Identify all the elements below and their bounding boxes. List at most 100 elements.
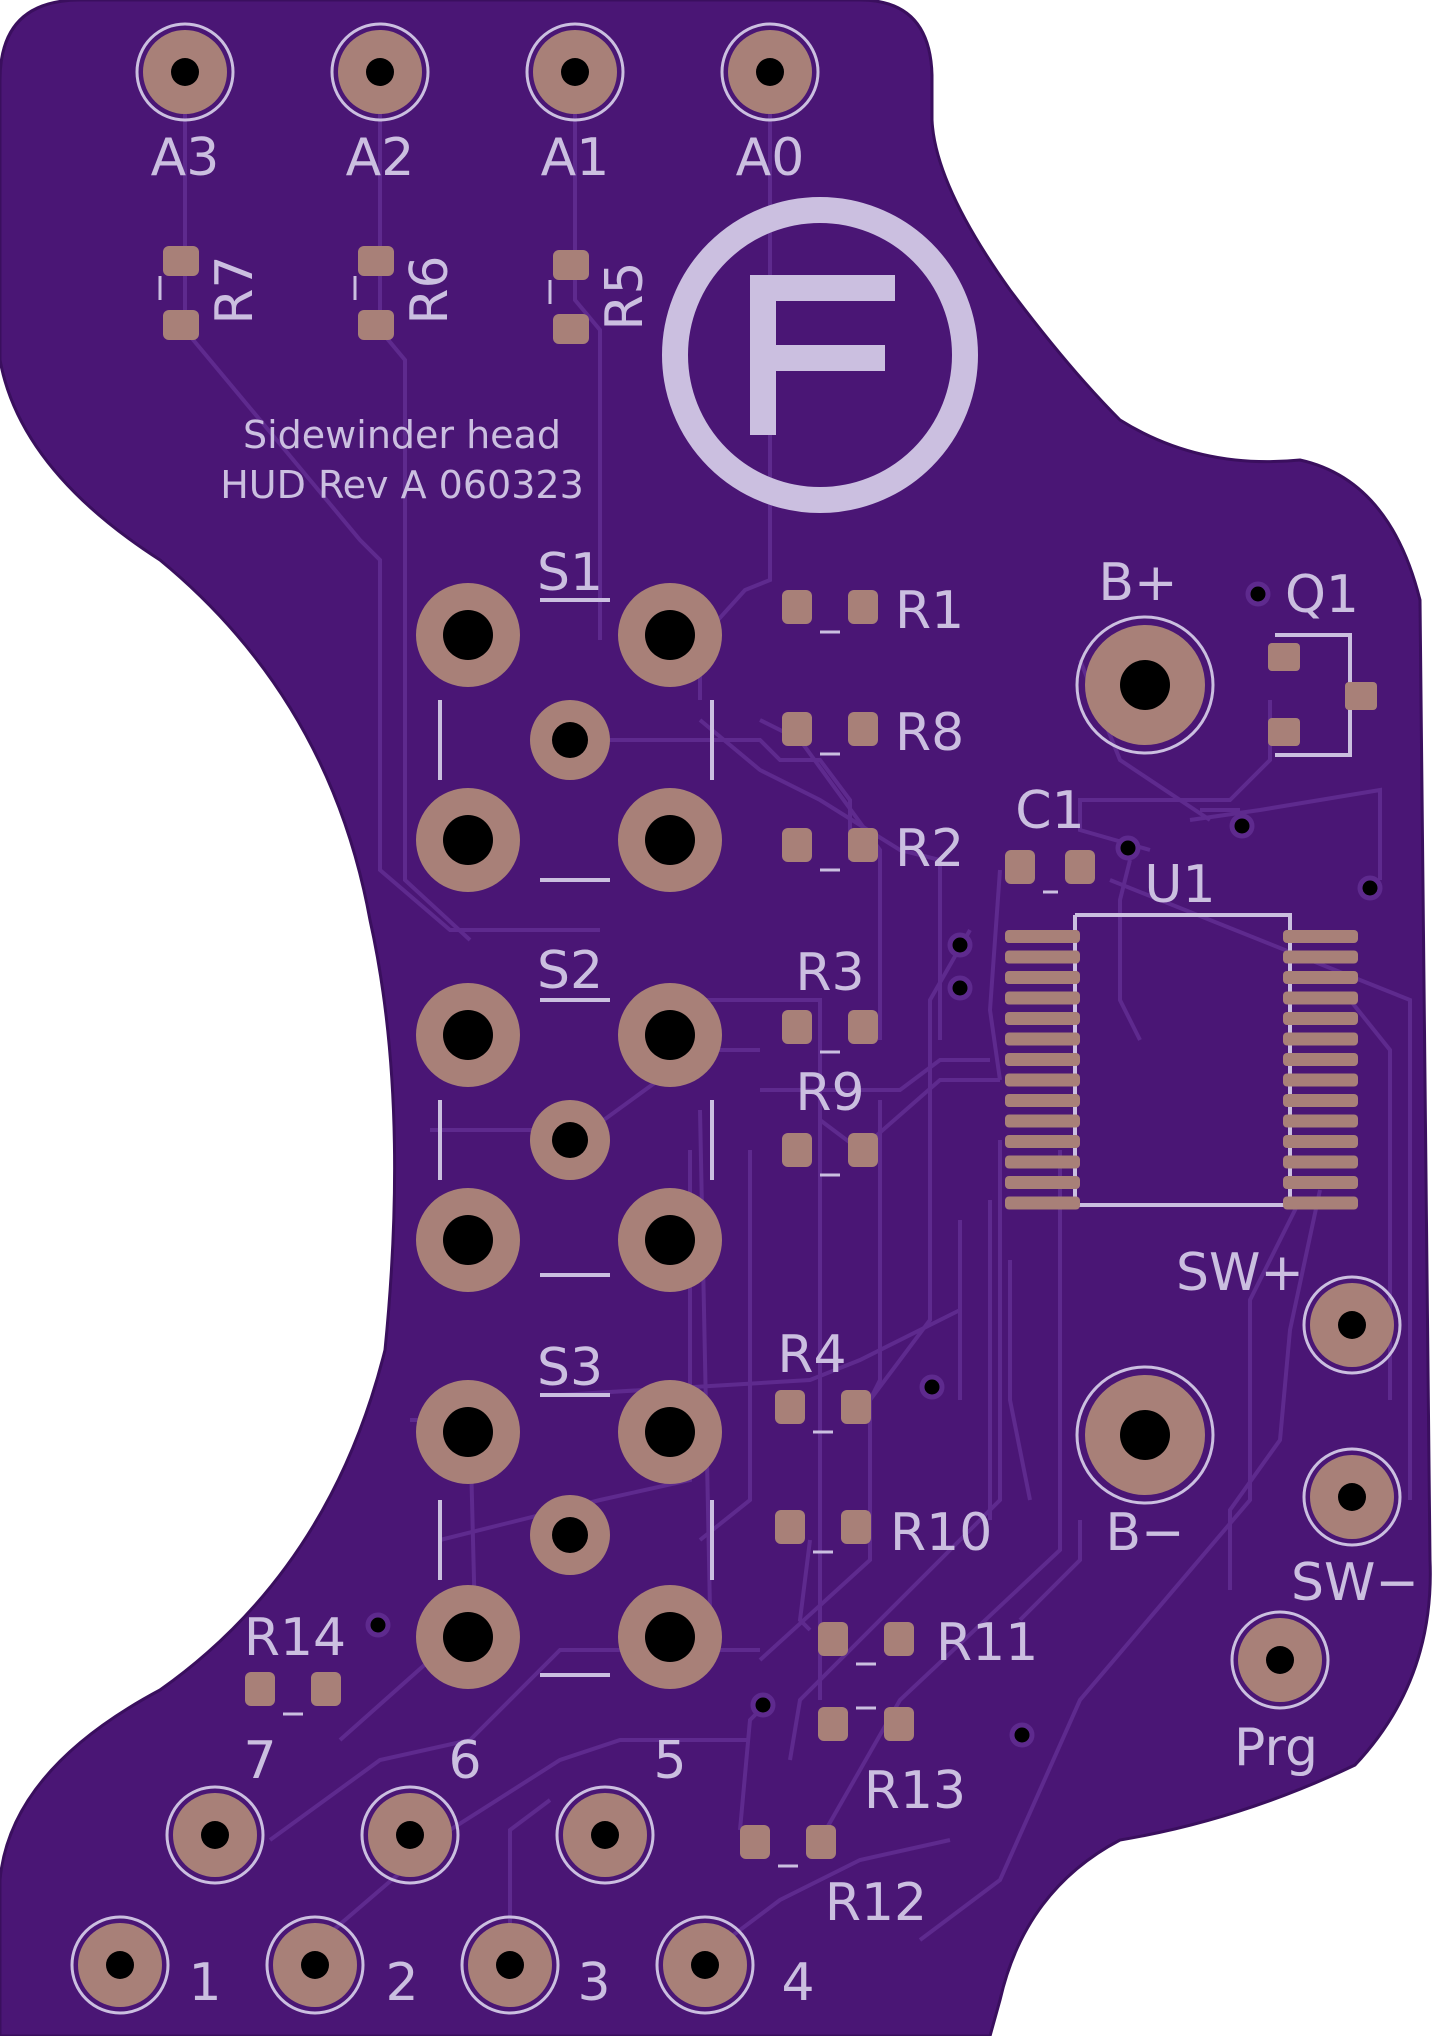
- pad-S1-1: [416, 583, 520, 687]
- smd-R12: [740, 1825, 836, 1859]
- u1-pin-right: [1283, 1012, 1358, 1025]
- label-R14: R14: [244, 1608, 346, 1668]
- pad-1: [70, 1915, 170, 2015]
- smd-R1: [782, 590, 878, 624]
- through-hole-pads: [70, 22, 1402, 2015]
- label-S2: S2: [537, 941, 603, 1001]
- label-R7: R7: [205, 255, 265, 324]
- u1-pin-left: [1005, 1094, 1080, 1107]
- label-R4: R4: [777, 1325, 846, 1385]
- label-S3: S3: [537, 1338, 603, 1398]
- label-pin-4: 4: [781, 1953, 814, 2013]
- pad-A3: [135, 22, 235, 122]
- u1-pin-left: [1005, 991, 1080, 1005]
- label-Q1: Q1: [1285, 565, 1359, 625]
- u1-pin-left: [1005, 1012, 1080, 1025]
- u1-pin-left: [1005, 950, 1080, 964]
- u1-pin-left: [1005, 930, 1080, 943]
- pad-5: [555, 1785, 655, 1885]
- u1-pin-right: [1283, 1135, 1358, 1148]
- pad-4: [655, 1915, 755, 2015]
- board-title-line2: HUD Rev A 060323: [220, 463, 584, 507]
- label-R10: R10: [890, 1503, 992, 1563]
- copper-traces: [183, 95, 1412, 2001]
- label-B-minus: B−: [1105, 1503, 1184, 1563]
- label-A1: A1: [541, 128, 610, 188]
- u1-pin-right: [1283, 971, 1358, 984]
- label-R11: R11: [936, 1613, 1038, 1673]
- u1-pin-left: [1005, 971, 1080, 984]
- pad-Prg: [1230, 1610, 1330, 1710]
- pad-S1-4: [618, 788, 722, 892]
- u1-pin-left: [1005, 1073, 1080, 1087]
- label-R3: R3: [795, 943, 864, 1003]
- u1-pin-left: [1005, 1053, 1080, 1066]
- label-A0: A0: [736, 128, 805, 188]
- pad-S2-4: [618, 1188, 722, 1292]
- smd-R6: [358, 246, 394, 340]
- u1-pin-right: [1283, 1196, 1358, 1210]
- u1-pin-right: [1283, 1155, 1358, 1169]
- vias: [365, 581, 1383, 1748]
- label-SW-plus: SW+: [1176, 1243, 1304, 1303]
- label-R1: R1: [895, 581, 964, 641]
- board-title-line1: Sidewinder head: [243, 413, 561, 457]
- pad-A1: [525, 22, 625, 122]
- pad-S2-1: [416, 983, 520, 1087]
- silkscreen-labels: A3 A2 A1 A0 R7 R6 R5 Sidewinder head HUD…: [151, 128, 1419, 2013]
- u1-pin-right: [1283, 950, 1358, 964]
- logo-mark: [750, 275, 895, 435]
- pad-S1-c: [530, 700, 610, 780]
- pad-SW-minus: [1302, 1447, 1402, 1547]
- smd-R4: [775, 1390, 871, 1424]
- pad-SW-plus: [1302, 1275, 1402, 1375]
- label-R8: R8: [895, 703, 964, 763]
- label-B-plus: B+: [1098, 553, 1177, 613]
- u1-pin-left: [1005, 1114, 1080, 1128]
- smd-R8: [782, 712, 878, 746]
- u1-pin-right: [1283, 1176, 1358, 1189]
- label-pin-1: 1: [188, 1953, 221, 2013]
- smd-R11: [818, 1622, 914, 1656]
- pad-S2-c: [530, 1100, 610, 1180]
- smd-R13: [818, 1707, 914, 1741]
- pad-S3-3: [416, 1585, 520, 1689]
- smd-Q1: [1268, 643, 1377, 746]
- pad-A2: [330, 22, 430, 122]
- resistor-silk-marks: [158, 276, 1058, 1868]
- smd-R10: [775, 1510, 871, 1544]
- pad-S2-2: [618, 983, 722, 1087]
- smd-R5: [553, 250, 589, 344]
- u1-pin-right: [1283, 1073, 1358, 1087]
- pad-S2-3: [416, 1188, 520, 1292]
- label-R2: R2: [895, 819, 964, 879]
- u1-pin-right: [1283, 1032, 1358, 1046]
- smd-R3: [782, 1010, 878, 1044]
- label-R6: R6: [400, 255, 460, 324]
- pad-S3-c: [530, 1495, 610, 1575]
- label-R9: R9: [795, 1063, 864, 1123]
- smd-R9: [782, 1133, 878, 1167]
- label-pin-3: 3: [577, 1953, 610, 2013]
- pad-3: [460, 1915, 560, 2015]
- pad-S3-1: [416, 1380, 520, 1484]
- pad-B-minus: [1075, 1365, 1215, 1505]
- label-A3: A3: [151, 128, 220, 188]
- u1-pin-left: [1005, 1135, 1080, 1148]
- label-R5: R5: [595, 261, 655, 330]
- u1-pin-left: [1005, 1155, 1080, 1169]
- u1-pin-right: [1283, 1094, 1358, 1107]
- label-SW-minus: SW−: [1291, 1553, 1419, 1613]
- u1-pin-right: [1283, 1053, 1358, 1066]
- pad-7: [165, 1785, 265, 1885]
- pad-S1-2: [618, 583, 722, 687]
- label-pin-7: 7: [243, 1731, 276, 1791]
- smd-R7: [163, 246, 199, 340]
- pad-2: [265, 1915, 365, 2015]
- label-pin-6: 6: [448, 1731, 481, 1791]
- pad-A0: [720, 22, 820, 122]
- label-pin-2: 2: [385, 1953, 418, 2013]
- pad-S3-2: [618, 1380, 722, 1484]
- smd-R2: [782, 828, 878, 862]
